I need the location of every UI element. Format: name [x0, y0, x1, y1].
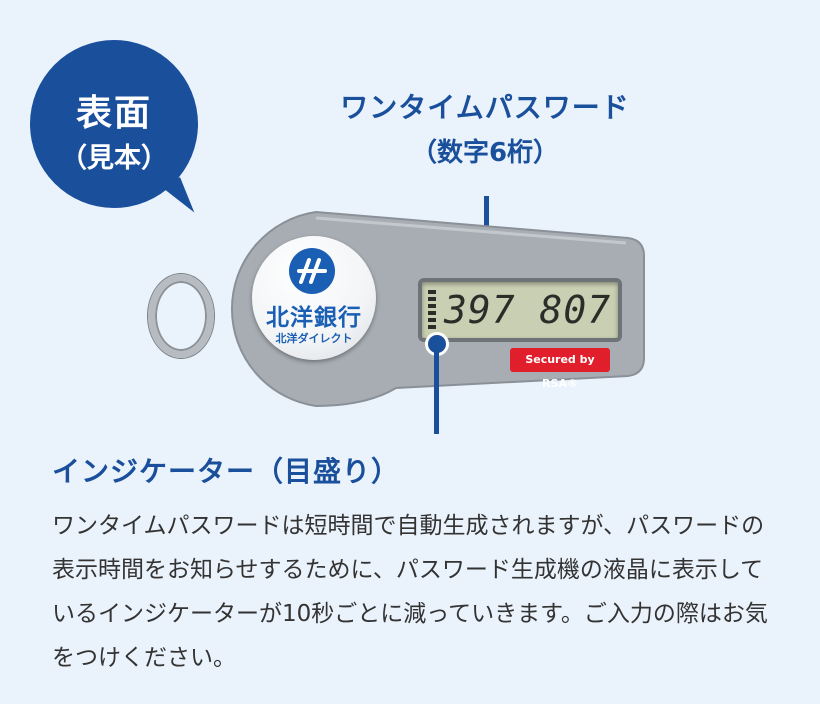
bank-badge: 北洋銀行 北洋ダイレクト	[252, 236, 376, 360]
bank-service-name: 北洋ダイレクト	[275, 332, 353, 345]
otp-callout-title: ワンタイムパスワード	[340, 91, 630, 124]
lcd-display: 397 807	[418, 278, 622, 342]
indicator-pointer-line	[434, 344, 439, 434]
bank-logo-icon	[289, 248, 335, 294]
indicator-heading: インジケーター（目盛り）	[52, 455, 401, 488]
otp-callout: ワンタイムパスワード （数字6桁）	[300, 86, 670, 169]
sample-bubble: 表面 （見本）	[30, 40, 198, 208]
indicator-description: ワンタイムパスワードは短時間で自動生成されますが、パスワードの表示時間をお知らせ…	[52, 513, 768, 671]
token-device: 北洋銀行 北洋ダイレクト 397 807 Secured by RSA®	[196, 208, 648, 408]
bubble-title: 表面	[75, 93, 152, 134]
bubble-subtitle: （見本）	[60, 143, 168, 174]
keyring	[148, 274, 214, 358]
otp-callout-subtitle: （数字6桁）	[410, 138, 560, 168]
rsa-badge: Secured by RSA®	[510, 348, 610, 390]
otp-value: 397 807	[444, 288, 612, 332]
bank-name: 北洋銀行	[266, 305, 362, 331]
